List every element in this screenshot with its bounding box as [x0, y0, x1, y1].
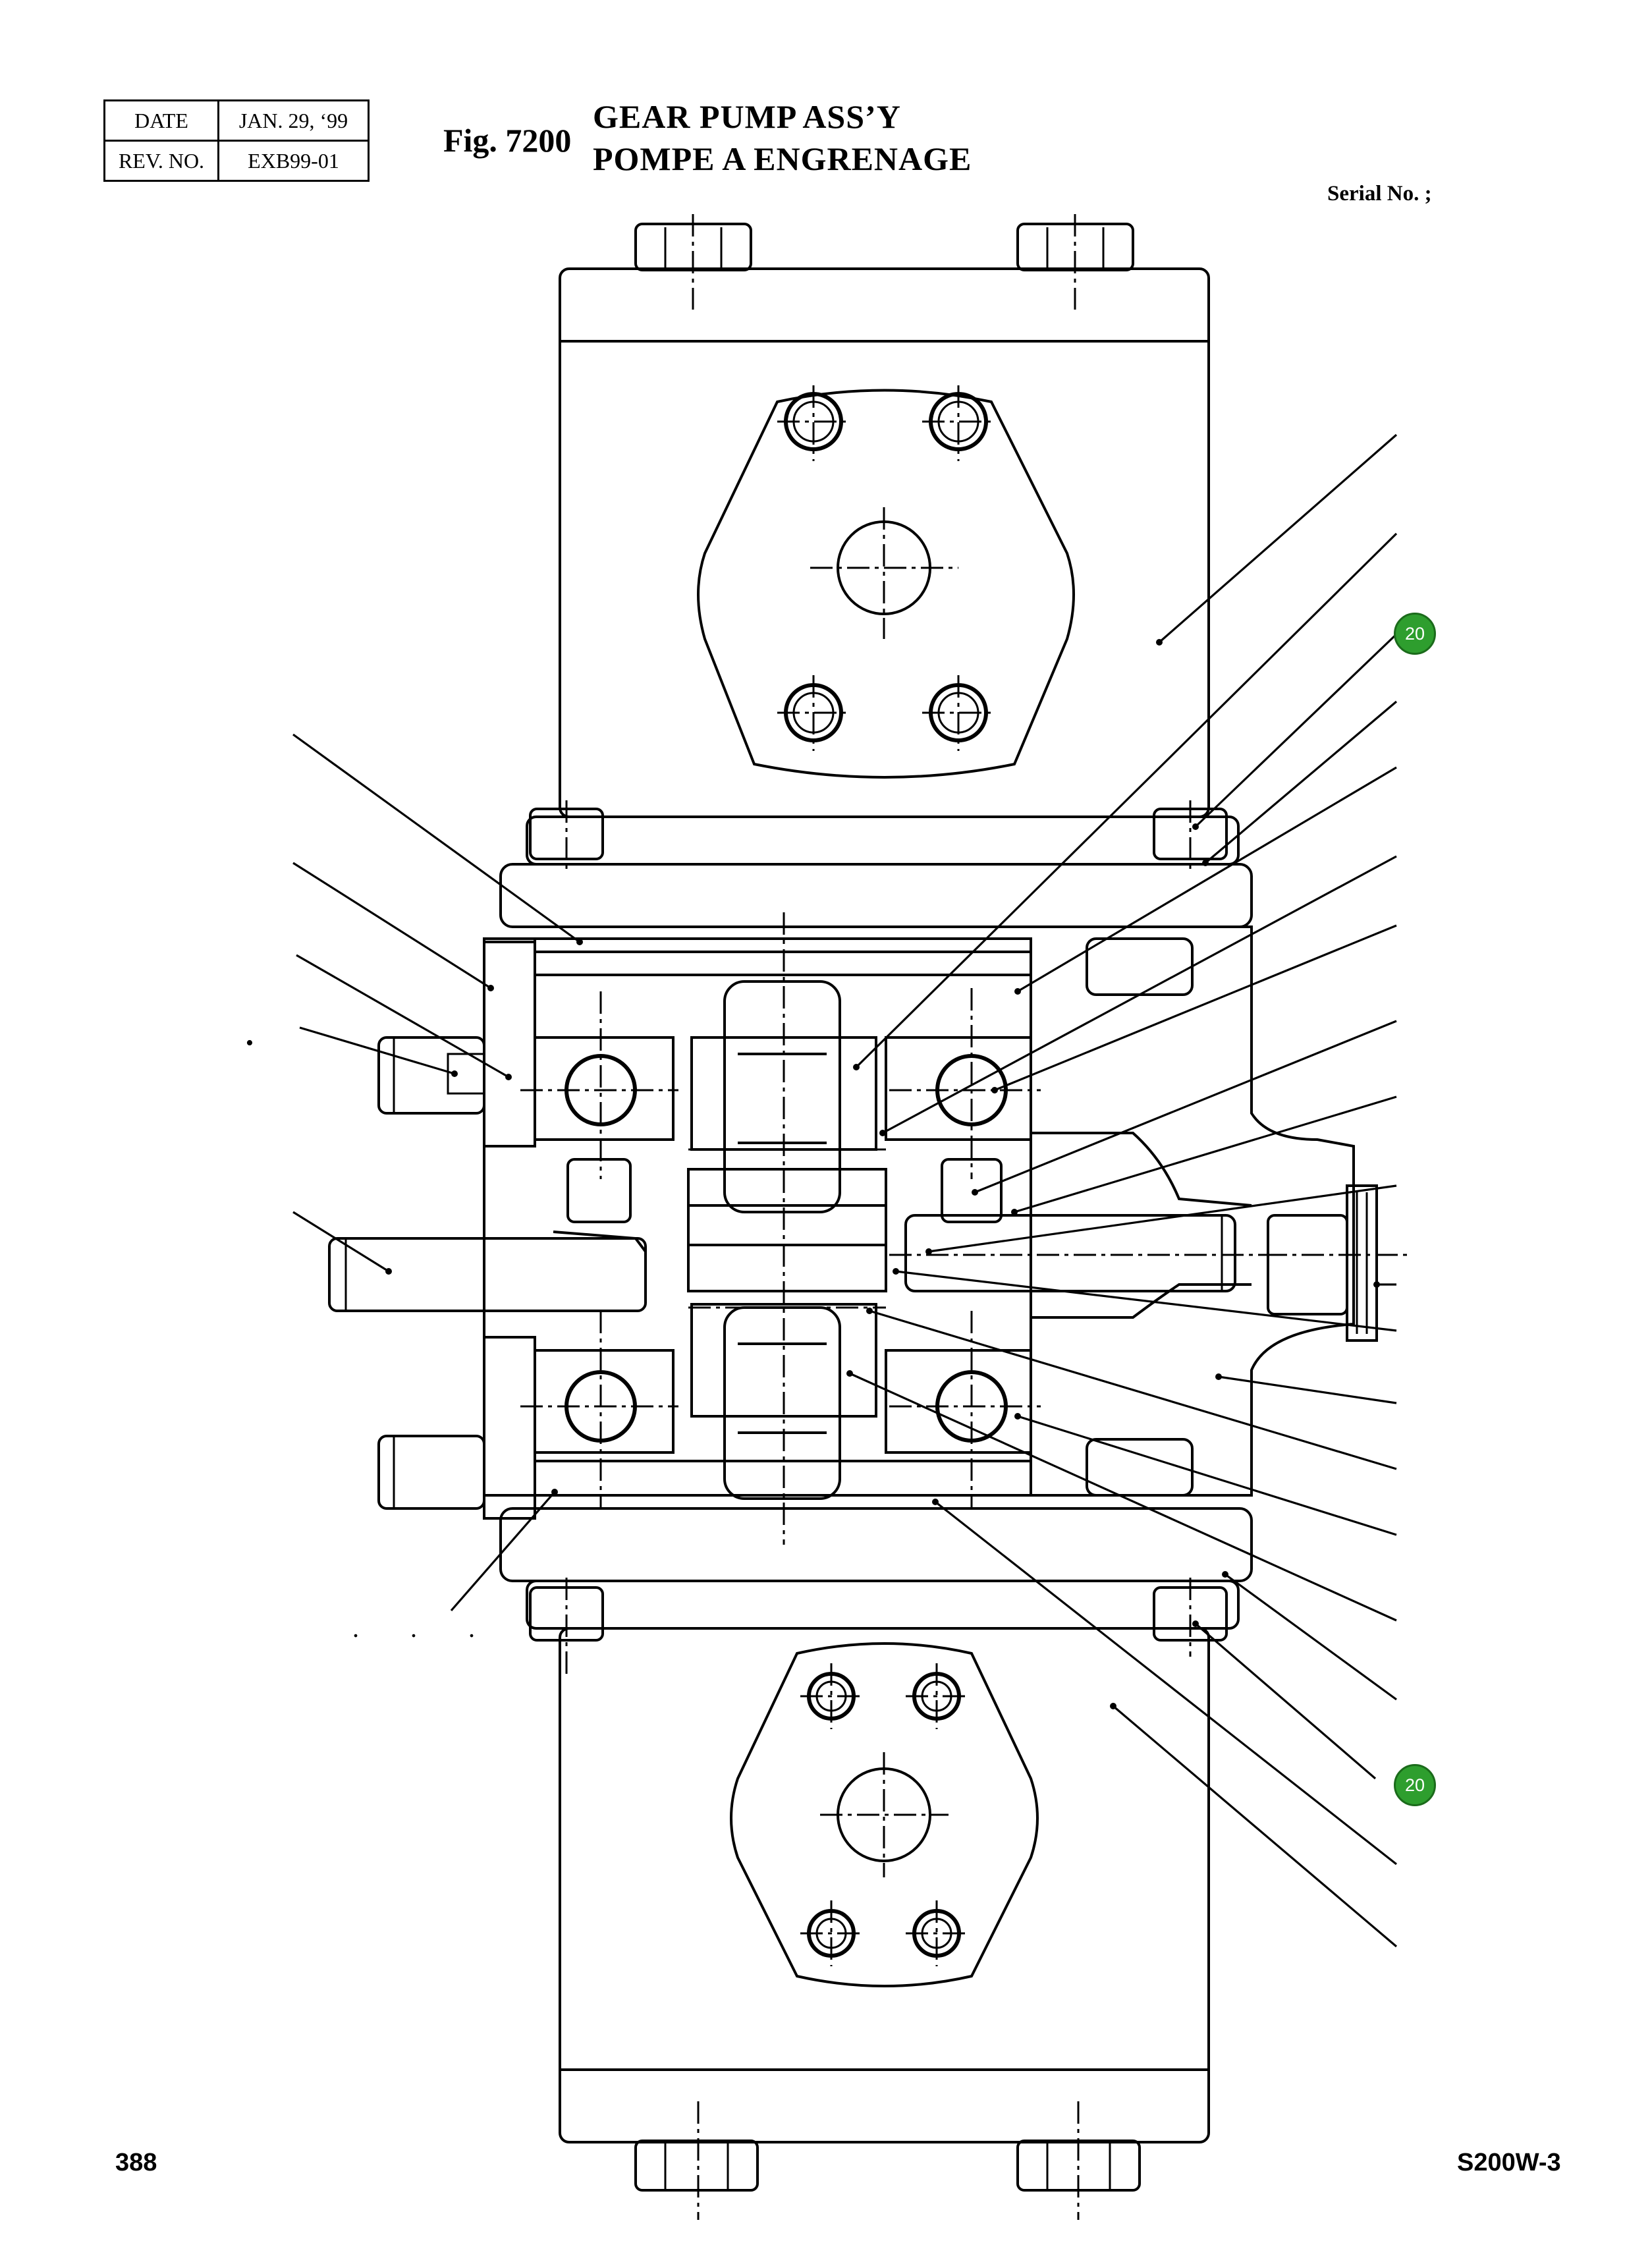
bottom-pump-body: [559, 1627, 1210, 2220]
callout-label: 20: [1404, 1775, 1425, 1795]
stray-dot-marker: •: [246, 1031, 254, 1055]
title-french: POMPE A ENGRENAGE: [593, 140, 972, 177]
center-housing: [328, 912, 1410, 1545]
title-english: GEAR PUMP ASS’Y: [593, 98, 901, 135]
upper-flange-band: [499, 800, 1253, 928]
rev-value: EXB99-01: [217, 140, 370, 182]
page-number: 388: [115, 2149, 157, 2176]
callout-badge-20-top[interactable]: 20: [1394, 613, 1436, 655]
leader-lines: [292, 433, 1401, 1948]
figure-number: Fig. 7200: [443, 122, 572, 159]
revision-table: DATE JAN. 29, ‘99 REV. NO. EXB99-01: [103, 99, 370, 182]
ellipsis-marker: . . .: [352, 1613, 497, 1643]
top-pump-body: [559, 214, 1210, 818]
serial-number-label: Serial No. ;: [1327, 182, 1432, 206]
date-label: DATE: [103, 99, 219, 142]
model-number: S200W-3: [1457, 2149, 1561, 2176]
date-value: JAN. 29, ‘99: [217, 99, 370, 142]
callout-badge-20-bottom[interactable]: 20: [1394, 1764, 1436, 1806]
rev-label: REV. NO.: [103, 140, 219, 182]
callout-label: 20: [1404, 623, 1425, 644]
lower-flange-band: [499, 1507, 1253, 1676]
